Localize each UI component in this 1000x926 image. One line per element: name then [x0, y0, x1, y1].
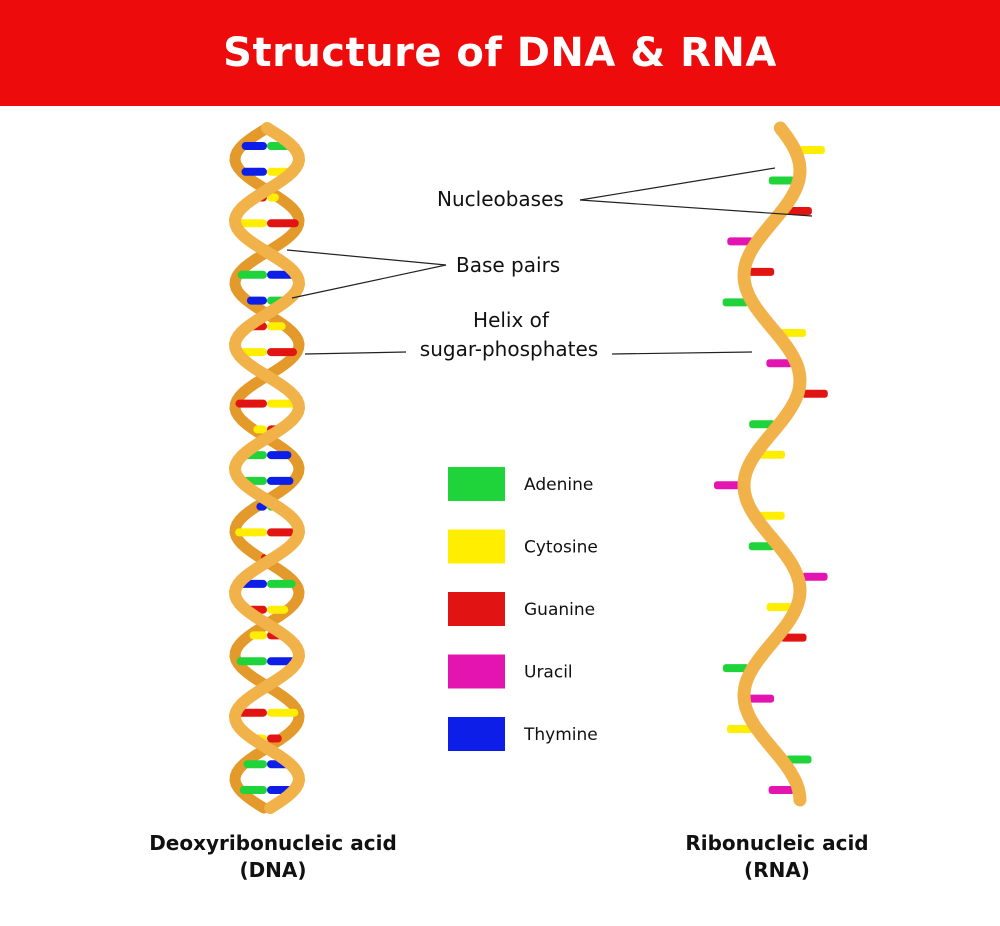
- dna-base-cytosine: [267, 708, 299, 717]
- legend-swatch-guanine: [448, 592, 505, 626]
- dna-base-adenine: [243, 760, 267, 769]
- dna-caption-line1: Deoxyribonucleic acid: [149, 831, 397, 855]
- rna-strand: [714, 121, 828, 807]
- dna-base-thymine: [246, 296, 267, 305]
- rna-base-uracil: [748, 694, 775, 703]
- dna-base-cytosine: [267, 322, 286, 331]
- helix-label-line1: Helix of: [473, 308, 550, 332]
- helix-label-line2: sugar-phosphates: [420, 337, 598, 361]
- rna-base-uracil: [766, 359, 793, 368]
- base-pairs-leader-1: [286, 249, 447, 266]
- rna-base-adenine: [749, 420, 776, 429]
- rna-base-adenine: [785, 755, 812, 764]
- rna-base-cytosine: [798, 146, 825, 154]
- rna-base-cytosine: [727, 725, 753, 733]
- rna-base-guanine: [748, 267, 775, 276]
- helix-leader-rna: [611, 351, 753, 355]
- rna-base-adenine: [748, 542, 775, 551]
- dna-base-guanine: [267, 348, 297, 357]
- dna-backbone-back: [229, 122, 305, 814]
- dna-base-adenine: [239, 786, 267, 794]
- dna-base-cytosine: [267, 605, 289, 614]
- rna-base-cytosine: [759, 450, 785, 459]
- dna-base-cytosine: [267, 193, 279, 202]
- base-pairs-label: Base pairs: [456, 253, 560, 277]
- dna-base-cytosine: [249, 631, 267, 640]
- legend-label-adenine: Adenine: [524, 475, 593, 495]
- dna-base-thymine: [267, 451, 292, 460]
- rna-base-cytosine: [758, 511, 785, 520]
- dna-base-guanine: [235, 399, 267, 408]
- rna-base-cytosine: [780, 328, 807, 337]
- dna-base-adenine: [267, 579, 296, 588]
- rna-base-guanine: [801, 389, 828, 398]
- base-pairs-leader-2: [291, 264, 447, 299]
- dna-caption-line2: (DNA): [239, 858, 306, 882]
- legend-swatch-thymine: [448, 717, 505, 751]
- rna-base-guanine: [780, 633, 807, 642]
- dna-base-adenine: [237, 270, 267, 279]
- rna-caption-line1: Ribonucleic acid: [685, 831, 868, 855]
- dna-base-adenine: [236, 657, 267, 666]
- rna-base-uracil: [714, 481, 740, 490]
- nucleobases-leader-2: [579, 199, 813, 217]
- rna-base-adenine: [768, 176, 795, 185]
- rna-backbone: [737, 121, 807, 807]
- dna-base-cytosine: [253, 425, 267, 434]
- rna-base-adenine: [722, 298, 749, 307]
- legend-label-cytosine: Cytosine: [524, 538, 598, 558]
- rna-base-adenine: [722, 664, 749, 673]
- rna-base-uracil: [801, 572, 828, 581]
- rna-base-uracil: [727, 237, 754, 246]
- title-banner: Structure of DNA & RNA: [0, 0, 1000, 106]
- legend-label-thymine: Thymine: [523, 725, 598, 745]
- rna-caption-line2: (RNA): [744, 858, 810, 882]
- legend-label-guanine: Guanine: [524, 600, 595, 620]
- dna-base-guanine: [267, 528, 299, 537]
- nucleobases-leader-1: [579, 167, 776, 201]
- helix-leader-dna: [304, 351, 407, 355]
- dna-backbone-front: [228, 122, 306, 814]
- page-title: Structure of DNA & RNA: [223, 30, 777, 76]
- legend-swatch-uracil: [448, 654, 505, 689]
- callout-lines: [286, 167, 813, 355]
- rna-base-uracil: [768, 786, 795, 794]
- nucleobases-label: Nucleobases: [437, 187, 564, 211]
- legend-swatch-adenine: [448, 467, 505, 501]
- legend-swatch-cytosine: [448, 529, 505, 564]
- rna-base-guanine: [785, 207, 812, 215]
- dna-base-thymine: [241, 142, 267, 150]
- dna-base-cytosine: [235, 219, 267, 228]
- dna-base-thymine: [241, 167, 267, 176]
- dna-base-cytosine: [235, 528, 267, 537]
- dna-base-guanine: [267, 734, 282, 743]
- dna-helix: [228, 122, 306, 814]
- legend-label-uracil: Uracil: [524, 663, 573, 683]
- dna-base-thymine: [267, 476, 294, 485]
- dna-base-cytosine: [267, 399, 299, 408]
- dna-base-guanine: [267, 219, 299, 228]
- rna-base-cytosine: [766, 603, 793, 612]
